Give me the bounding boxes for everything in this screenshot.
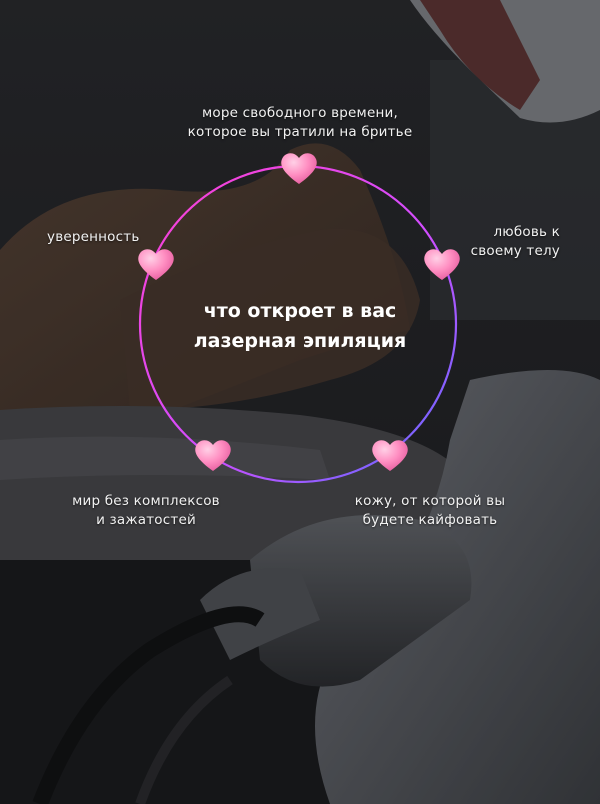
benefit-line: кожу, от которой вы — [354, 493, 506, 509]
heart-icon — [422, 246, 462, 282]
benefit-line: уверенность — [47, 229, 140, 245]
benefit-line: которое вы тратили на бритье — [187, 124, 413, 140]
heart-icon — [193, 437, 233, 473]
benefit-line: своему телу — [470, 243, 560, 259]
benefit-no-complexes: мир без комплексов и зажатостей — [66, 492, 226, 530]
heart-icon — [370, 437, 410, 473]
benefit-line: и зажатостей — [96, 512, 196, 528]
heart-icon — [279, 150, 319, 186]
benefit-line: любовь к — [493, 224, 560, 240]
benefit-line: море свободного времени, — [202, 105, 398, 121]
heart-icon — [136, 246, 176, 282]
benefit-free-time: море свободного времени, которое вы трат… — [0, 104, 600, 142]
benefit-confidence: уверенность — [47, 228, 139, 247]
benefit-smooth-skin: кожу, от которой вы будете кайфовать — [350, 492, 510, 530]
page-title: что откроет в вас лазерная эпиляция — [150, 296, 450, 356]
title-line-1: что откроет в вас — [203, 300, 397, 322]
title-line-2: лазерная эпиляция — [193, 330, 407, 352]
benefit-line: мир без комплексов — [72, 493, 220, 509]
benefit-line: будете кайфовать — [362, 512, 498, 528]
benefit-body-love: любовь к своему телу — [471, 223, 560, 261]
